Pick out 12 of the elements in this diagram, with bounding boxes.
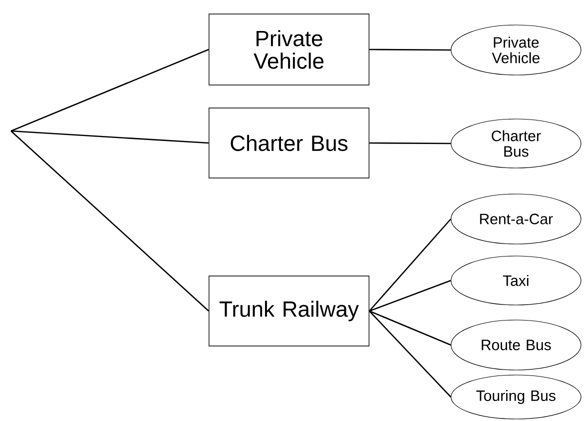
connector-line [369,310,452,346]
process-box: Private Vehicle [208,14,370,86]
connector-line [369,142,451,144]
connector-line [369,48,451,51]
process-box: Trunk Railway [208,276,370,346]
connector-line [369,280,452,312]
connector-line [10,130,209,144]
connector-line [368,218,452,312]
connector-line [10,130,210,312]
process-box: Charter Bus [208,108,370,178]
connector-line [10,48,209,132]
connector-line [368,310,452,398]
